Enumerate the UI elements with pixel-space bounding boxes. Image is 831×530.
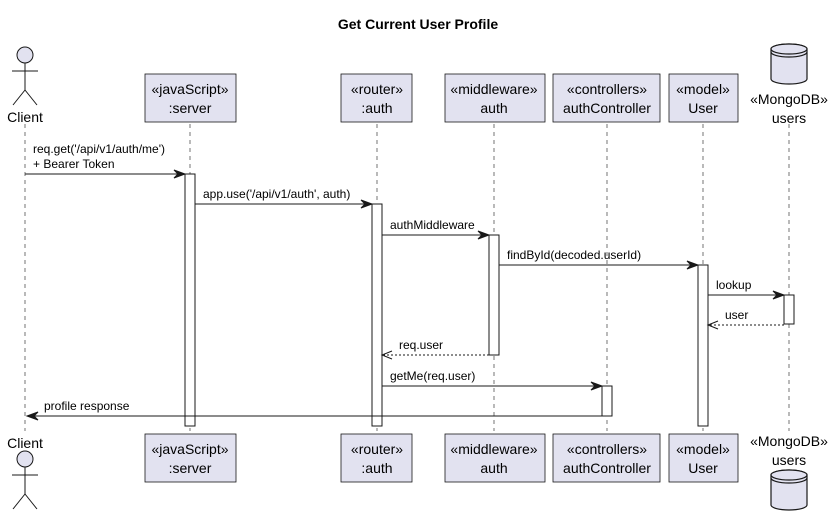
participant-label-bottom: authController — [563, 460, 651, 476]
message-label: authMiddleware — [390, 218, 475, 232]
arrowhead — [25, 411, 39, 421]
participant-label-top: authController — [563, 100, 651, 116]
participant-box-top — [144, 73, 237, 123]
message-label: + Bearer Token — [33, 157, 115, 171]
participant-label-top: User — [688, 100, 718, 116]
participant-label-bottom: users — [772, 452, 806, 468]
activation-users — [783, 294, 795, 325]
message-6: req.user — [380, 338, 489, 360]
arrowhead — [360, 199, 374, 209]
participant-label-top: «model» — [676, 81, 730, 97]
diagram-title: Get Current User Profile — [338, 16, 498, 32]
message-2: authMiddleware — [382, 218, 491, 240]
activations — [184, 173, 795, 427]
arrowhead — [706, 320, 719, 330]
participant-label-bottom: «model» — [676, 441, 730, 457]
participant-label-bottom: «router» — [351, 441, 403, 457]
lifelines — [24, 124, 790, 431]
participant-label-bottom: «middleware» — [450, 441, 537, 457]
participant-box-bottom — [144, 433, 237, 483]
participants: ClientClient«javaScript»:server«javaScri… — [7, 43, 828, 511]
participant-box-bottom — [668, 433, 739, 483]
activation-controllers — [601, 385, 613, 417]
participant-label-top: :auth — [361, 100, 392, 116]
participant-box-top — [340, 73, 413, 123]
message-0: req.get('/api/v1/auth/me')+ Bearer Token — [25, 142, 187, 179]
message-8: profile response — [25, 399, 602, 421]
participant-label-bottom: «javaScript» — [151, 441, 228, 457]
participant-label-top: Client — [7, 109, 43, 125]
arrowhead — [772, 290, 786, 300]
message-7: getMe(req.user) — [382, 369, 604, 391]
message-label: lookup — [716, 278, 752, 292]
participant-box-top — [668, 73, 739, 123]
message-3: findById(decoded.userId) — [499, 248, 700, 270]
message-4: lookup — [708, 278, 786, 300]
participant-label-bottom: :auth — [361, 460, 392, 476]
arrowhead — [380, 350, 393, 360]
database-cylinder-icon — [770, 469, 808, 511]
participant-label-bottom: :server — [169, 460, 212, 476]
participant-label-bottom: «controllers» — [567, 441, 647, 457]
participant-label-top: users — [772, 110, 806, 126]
participant-label-bottom: «MongoDB» — [750, 433, 828, 449]
message-label: req.get('/api/v1/auth/me') — [33, 142, 165, 156]
database-cylinder-icon — [770, 43, 808, 85]
message-label: findById(decoded.userId) — [507, 248, 641, 262]
participant-box-bottom — [340, 433, 413, 483]
arrowhead — [686, 260, 700, 270]
participant-label-top: «middleware» — [450, 81, 537, 97]
activation-model — [697, 264, 709, 427]
participant-box-top — [552, 73, 661, 123]
participant-label-bottom: User — [688, 460, 718, 476]
activation-middleware — [488, 234, 500, 356]
participant-label-bottom: auth — [480, 460, 507, 476]
actor-stick-figure-icon — [12, 450, 38, 510]
arrowhead — [477, 230, 491, 240]
participant-label-top: «javaScript» — [151, 81, 228, 97]
message-1: app.use('/api/v1/auth', auth) — [195, 187, 374, 209]
actor-stick-figure-icon — [12, 46, 38, 106]
messages: req.get('/api/v1/auth/me')+ Bearer Token… — [25, 142, 786, 421]
participant-box-bottom — [552, 433, 661, 483]
message-label: profile response — [44, 399, 130, 413]
participant-label-bottom: Client — [7, 435, 43, 451]
arrowhead — [173, 169, 187, 179]
participant-box-top — [444, 73, 546, 123]
message-label: user — [725, 308, 748, 322]
participant-label-top: «router» — [351, 81, 403, 97]
message-label: app.use('/api/v1/auth', auth) — [203, 187, 350, 201]
activation-server — [184, 173, 196, 427]
participant-label-top: «controllers» — [567, 81, 647, 97]
message-label: getMe(req.user) — [390, 369, 475, 383]
activation-router — [371, 203, 383, 427]
participant-label-top: auth — [480, 100, 507, 116]
participant-label-top: :server — [169, 100, 212, 116]
participant-label-top: «MongoDB» — [750, 91, 828, 107]
message-5: user — [706, 308, 784, 330]
message-label: req.user — [399, 338, 443, 352]
arrowhead — [590, 381, 604, 391]
participant-box-bottom — [444, 433, 546, 483]
